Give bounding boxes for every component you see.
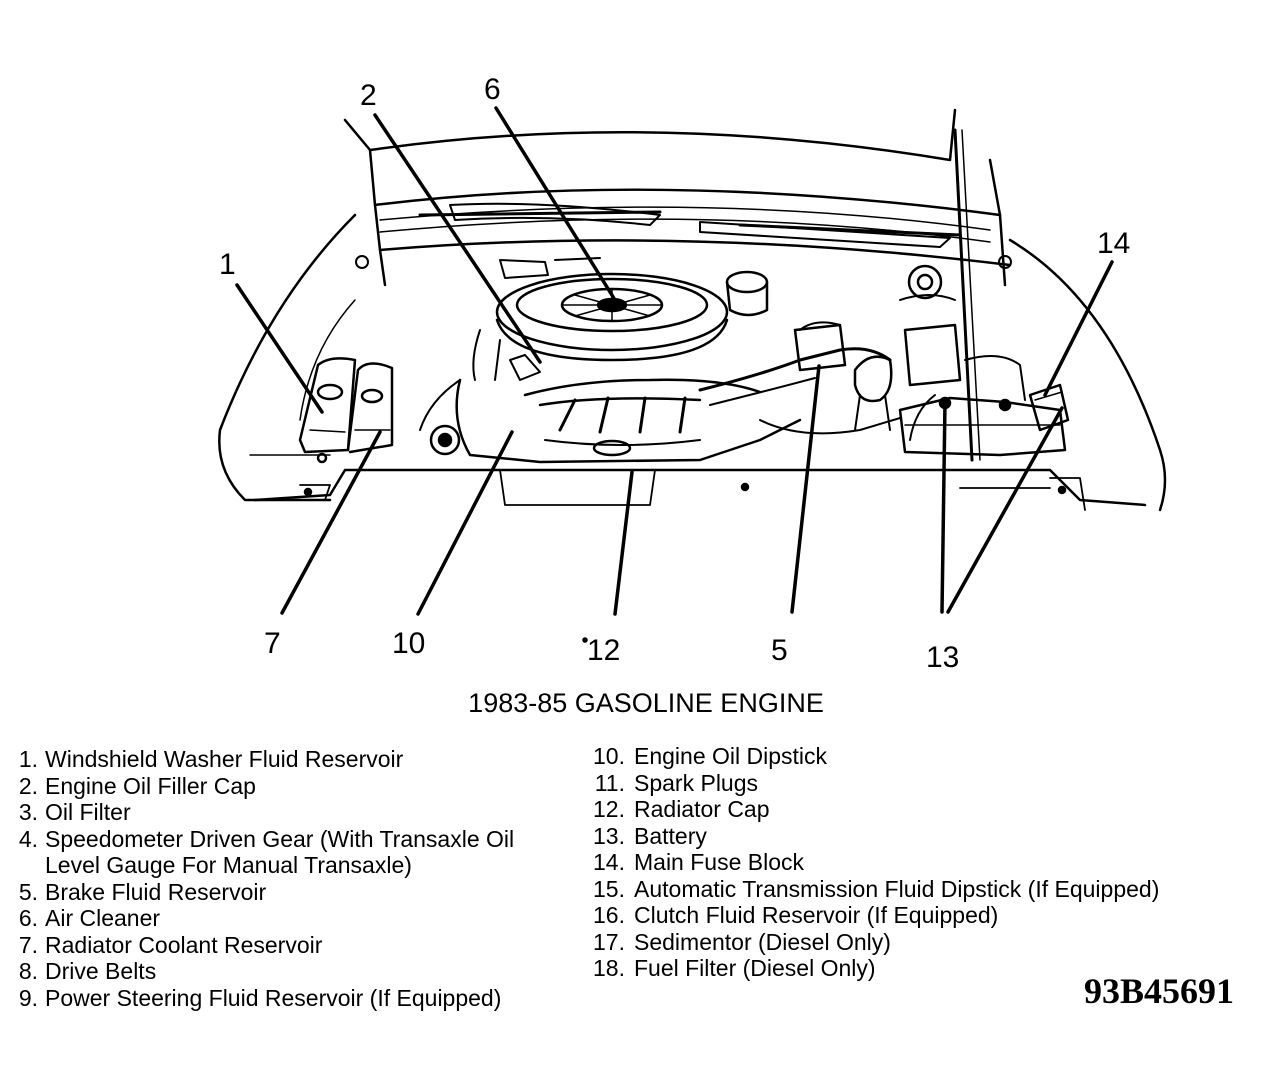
legend-item: 3. Oil Filter <box>10 799 580 826</box>
diagram-caption: 1983-85 GASOLINE ENGINE <box>468 688 824 718</box>
parts-legend-right: 10. Engine Oil Dipstick 11. Spark Plugs 12… <box>585 743 1255 982</box>
legend-item: 11. Spark Plugs <box>585 770 1255 797</box>
legend-number: 15. <box>593 875 625 902</box>
engine-block <box>419 329 901 464</box>
legend-text: Brake Fluid Reservoir <box>45 878 267 905</box>
legend-number: 13. <box>593 822 625 849</box>
legend-text: Drive Belts <box>45 958 157 984</box>
legend-text: Clutch Fluid Reservoir (If Equipped) <box>634 902 999 928</box>
legend-number: 1. <box>18 746 38 772</box>
legend-item: 10. Engine Oil Dipstick <box>585 743 1255 770</box>
parts-legend-left: 1. Windshield Washer Fluid Reservoir 2. En… <box>10 746 580 1011</box>
legend-text: Sedimentor (Diesel Only) <box>634 928 891 955</box>
legend-text: Power Steering Fluid Reservoir (If Equip… <box>45 984 502 1011</box>
legend-item: 7. Radiator Coolant Reservoir <box>10 932 580 959</box>
fender-outline <box>218 213 1167 512</box>
legend-item: 14. Main Fuse Block <box>585 849 1255 876</box>
legend-number: 16. <box>593 902 625 928</box>
legend-text: Oil Filter <box>45 799 131 825</box>
callout-leader-lines <box>235 106 1114 616</box>
legend-item: 4. Speedometer Driven Gear (With Transaxl… <box>10 826 580 879</box>
legend-text: Radiator Coolant Reservoir <box>45 931 323 958</box>
legend-item: 6. Air Cleaner <box>10 905 580 932</box>
legend-text: Automatic Transmission Fluid Dipstick (I… <box>634 875 1160 902</box>
legend-text: Spark Plugs <box>634 769 759 796</box>
callout-number: 2 <box>360 79 377 112</box>
callout-number: 5 <box>771 634 788 667</box>
hood-drawing <box>343 108 1012 462</box>
legend-text: Main Fuse Block <box>634 849 805 875</box>
legend-item: 9. Power Steering Fluid Reservoir (If Equ… <box>10 985 580 1012</box>
callout-number: 12 <box>587 634 620 667</box>
callout-number: 1 <box>219 248 236 281</box>
legend-text: Radiator Cap <box>634 796 770 822</box>
callout-number: 13 <box>926 641 959 674</box>
legend-item: 15. Automatic Transmission Fluid Dipstick… <box>585 876 1255 903</box>
legend-number: 3. <box>18 799 38 825</box>
legend-item: 5. Brake Fluid Reservoir <box>10 879 580 906</box>
legend-number: 9. <box>18 984 38 1011</box>
legend-item: 2. Engine Oil Filler Cap <box>10 773 580 800</box>
engine-compartment-illustration: 1 2 6 14 7 10 12 5 13 <box>218 73 1167 674</box>
callout-number: 7 <box>264 627 281 660</box>
legend-number: 4. <box>18 825 38 852</box>
legend-text: Battery <box>634 822 707 849</box>
legend-text: Windshield Washer Fluid Reservoir <box>45 746 404 772</box>
callout-number: 10 <box>392 627 425 660</box>
legend-text: Fuel Filter (Diesel Only) <box>634 955 876 981</box>
legend-number: 2. <box>18 772 38 799</box>
legend-number: 5. <box>18 878 38 905</box>
front-crossmember <box>253 468 1147 643</box>
reservoir-tanks <box>298 357 394 464</box>
figure-id-label: 93B45691 <box>1083 971 1234 1011</box>
legend-text: Engine Oil Filler Cap <box>45 772 256 799</box>
legend-item: 16. Clutch Fluid Reservoir (If Equipped) <box>585 902 1255 929</box>
callout-number: 14 <box>1097 227 1130 260</box>
legend-item: 18. Fuel Filter (Diesel Only) <box>585 955 1255 982</box>
legend-number: 14. <box>593 849 625 875</box>
legend-number: 10. <box>593 743 625 769</box>
legend-text: Engine Oil Dipstick <box>634 743 828 769</box>
legend-text: Air Cleaner <box>45 905 161 931</box>
legend-item: 13. Battery <box>585 823 1255 850</box>
legend-item: 12. Radiator Cap <box>585 796 1255 823</box>
legend-item: 1. Windshield Washer Fluid Reservoir <box>10 746 580 773</box>
air-cleaner <box>495 257 769 362</box>
brake-master-cylinder <box>793 264 962 431</box>
legend-text: Speedometer Driven Gear (With Transaxle … <box>45 825 515 879</box>
battery-and-fuse-block <box>898 355 1070 457</box>
legend-number: 7. <box>18 931 38 958</box>
legend-number: 11. <box>594 769 625 796</box>
legend-item: 17. Sedimentor (Diesel Only) <box>585 929 1255 956</box>
legend-number: 18. <box>593 955 625 981</box>
legend-item: 8. Drive Belts <box>10 958 580 985</box>
legend-number: 17. <box>593 928 625 955</box>
legend-number: 12. <box>593 796 625 822</box>
callout-number: 6 <box>484 73 501 106</box>
legend-number: 8. <box>18 958 38 984</box>
legend-number: 6. <box>18 905 38 931</box>
